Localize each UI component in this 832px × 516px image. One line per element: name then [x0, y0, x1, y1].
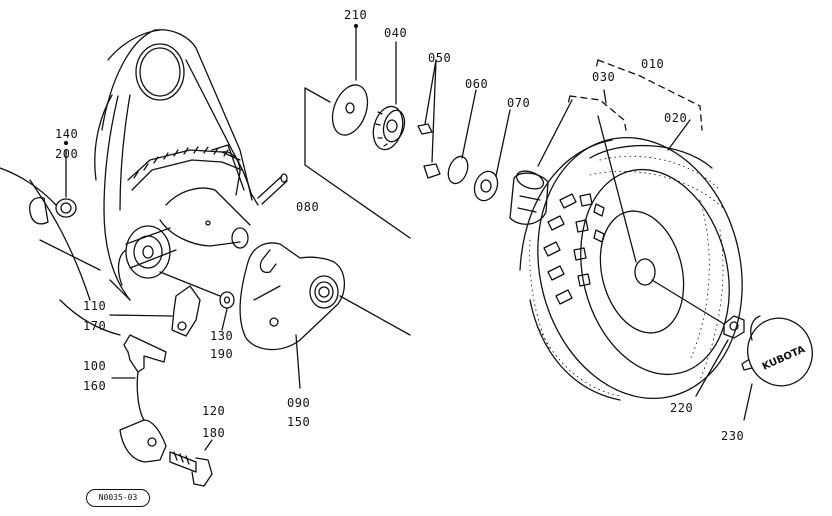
keys-050 — [417, 59, 441, 179]
part-label-180: 180 — [202, 426, 226, 440]
part-label-110: 110 — [83, 299, 107, 313]
part-label-050: 050 — [428, 51, 452, 65]
part-label-210: 210 — [344, 8, 368, 22]
part-label-190: 190 — [210, 347, 234, 361]
nut-140 — [28, 140, 77, 225]
wheel-020 — [519, 119, 743, 401]
part-label-040: 040 — [384, 26, 408, 40]
hub-cap-230 — [741, 315, 813, 421]
part-label-170: 170 — [83, 319, 107, 333]
part-label-030: 030 — [592, 70, 616, 84]
snap-ring-060 — [447, 89, 477, 185]
hub-040 — [372, 41, 406, 151]
arm-090 — [239, 242, 345, 389]
part-label-200: 200 — [55, 147, 79, 161]
nut-220 — [651, 279, 745, 397]
part-label-100: 100 — [83, 359, 107, 373]
part-label-020: 020 — [664, 111, 688, 125]
part-label-090: 090 — [287, 396, 311, 410]
part-label-150: 150 — [287, 415, 311, 429]
part-label-060: 060 — [465, 77, 489, 91]
washer-130 — [159, 271, 235, 331]
washer-070 — [473, 109, 511, 202]
part-label-140: 140 — [55, 127, 79, 141]
part-label-160: 160 — [83, 379, 107, 393]
plate-210 — [331, 23, 369, 136]
bolt-120 — [169, 439, 213, 487]
part-label-130: 130 — [210, 329, 234, 343]
assembly-guide-lines — [304, 87, 411, 336]
part-label-080: 080 — [296, 200, 320, 214]
group-brackets — [567, 59, 703, 131]
part-label-120: 120 — [202, 404, 226, 418]
rod-100 — [111, 334, 167, 463]
part-label-230: 230 — [721, 429, 745, 443]
part-label-010: 010 — [641, 57, 665, 71]
cap-logo-text: KUBOTA — [761, 344, 807, 373]
part-label-220: 220 — [670, 401, 694, 415]
bracket-110 — [109, 285, 201, 337]
deck-housing — [0, 29, 288, 336]
reference-code-badge: N0035-03 — [86, 489, 150, 507]
part-label-070: 070 — [507, 96, 531, 110]
